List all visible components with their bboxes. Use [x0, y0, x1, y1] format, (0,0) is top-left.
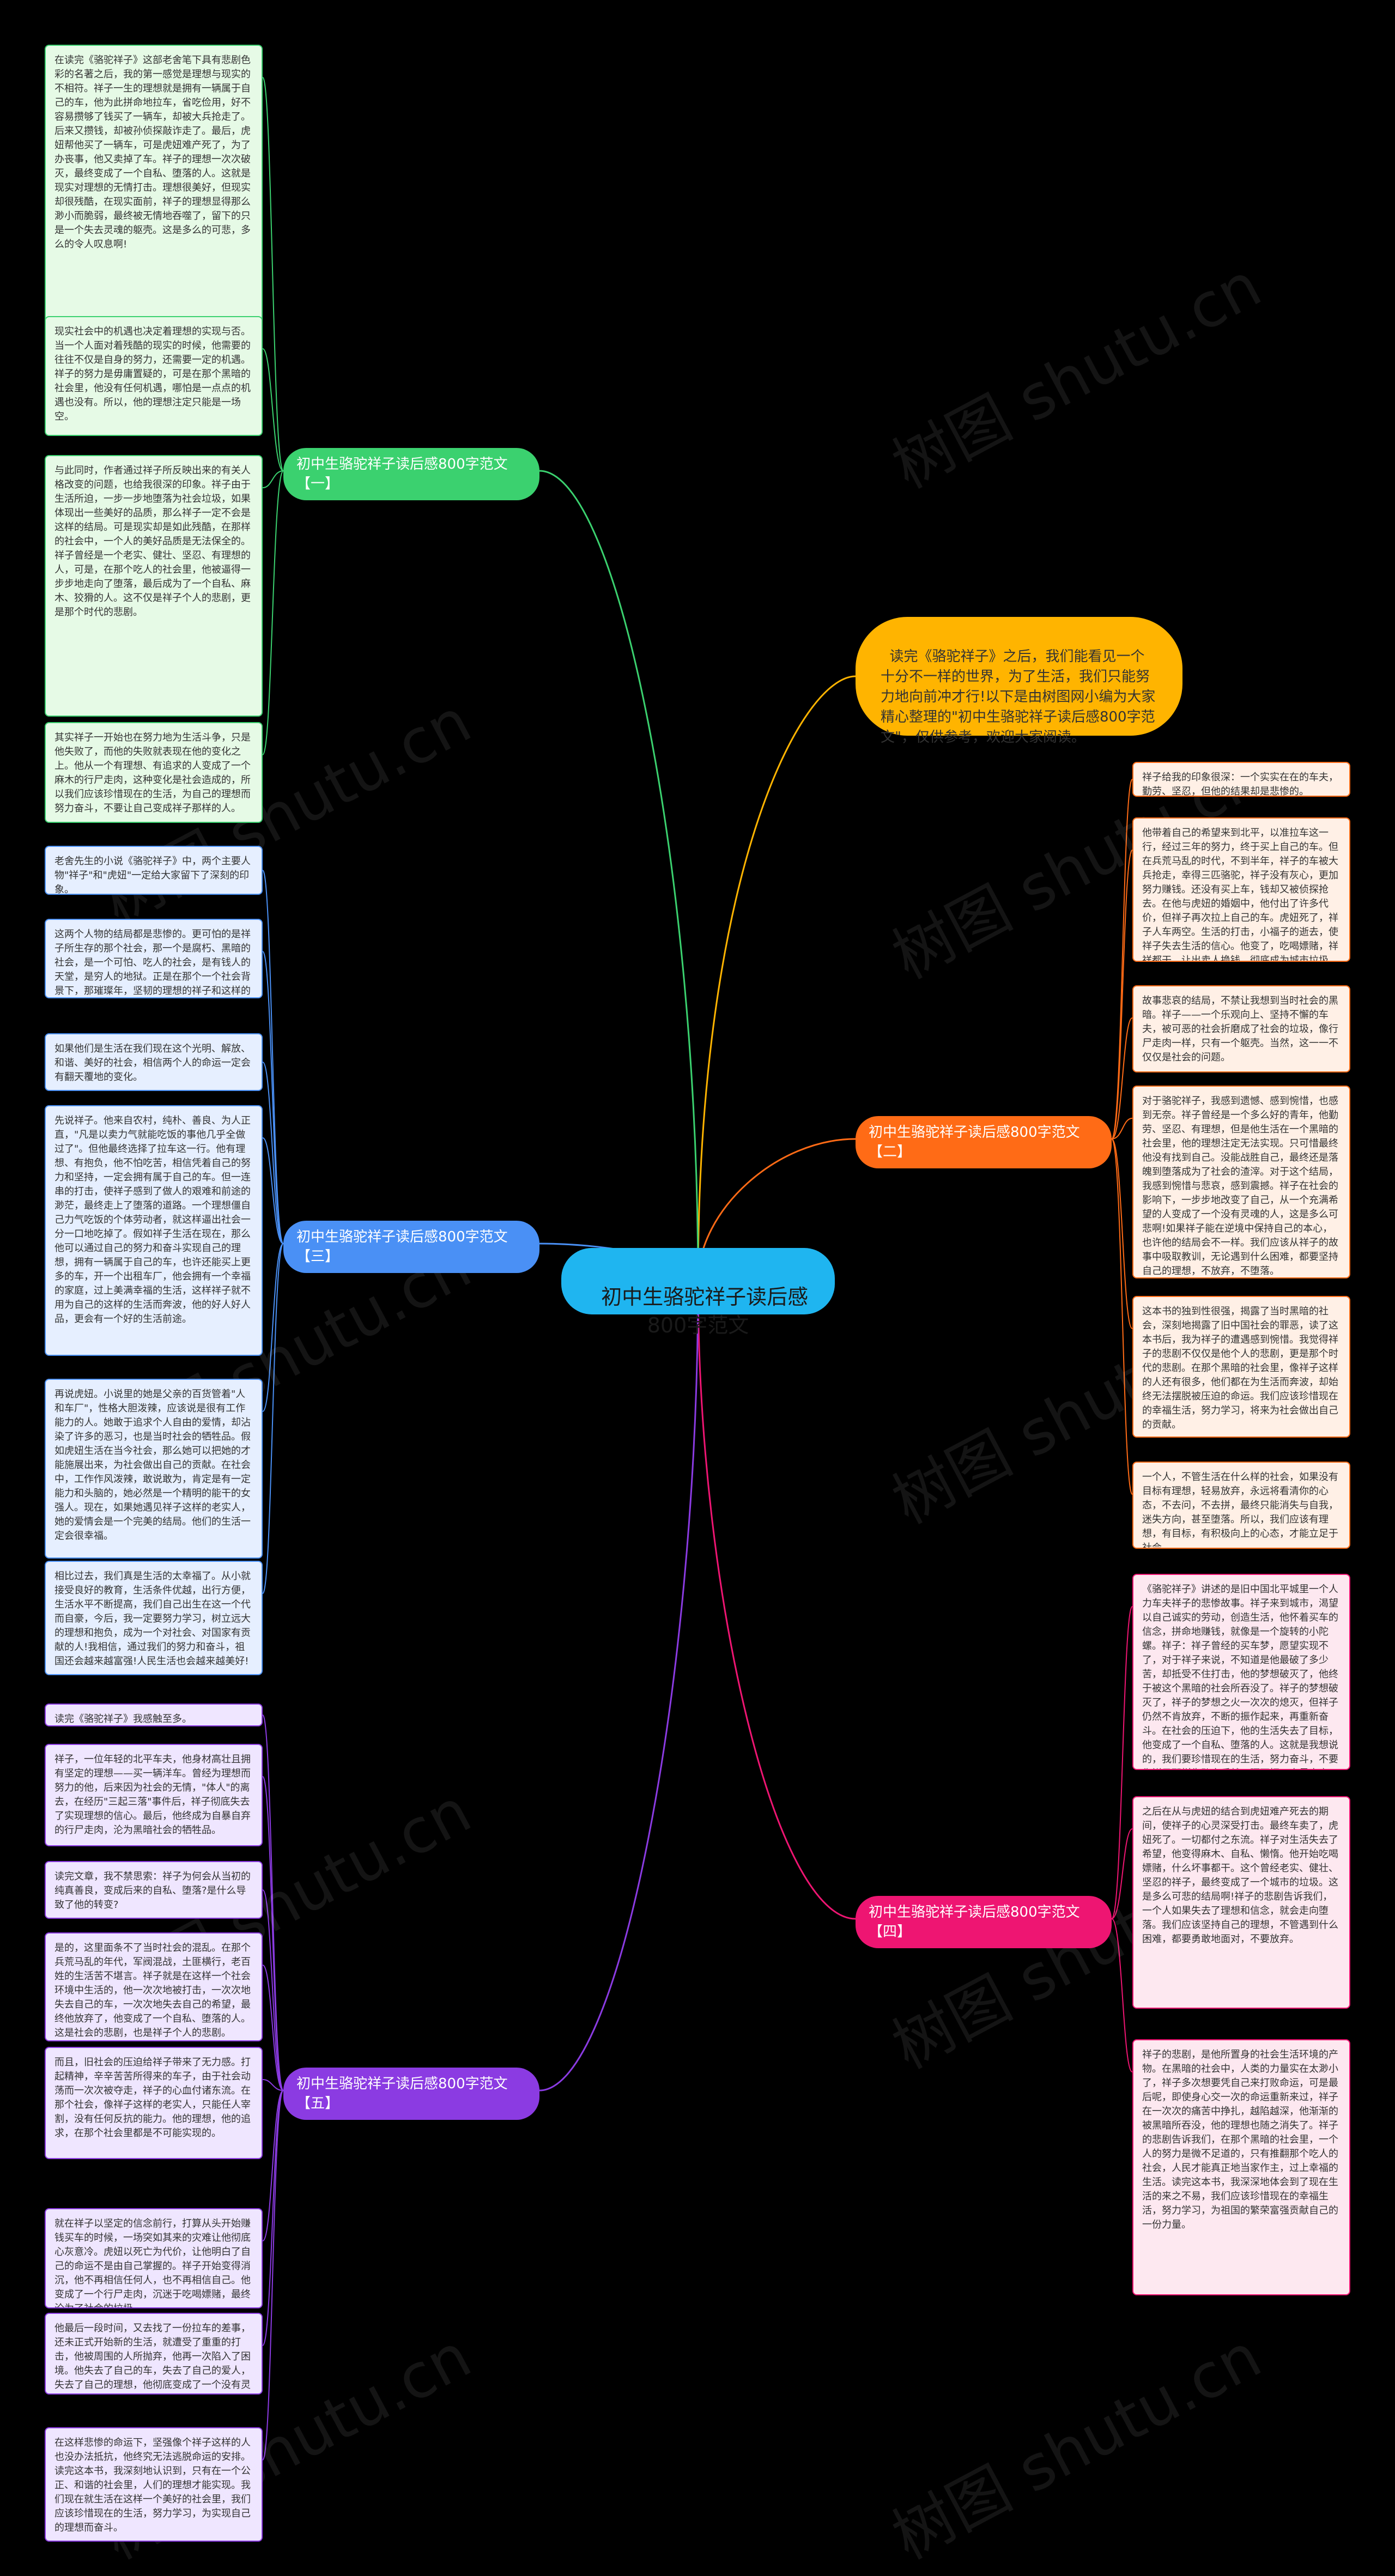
branch-5-leaf-8[interactable]: 在这样悲惨的命运下，坚强像个祥子这样的人也没办法抵抗，他终究无法逃脱命运的安排。…	[45, 2427, 263, 2542]
branch-3-to-leaf-5-connector	[262, 1243, 284, 1412]
branch-1-leaf-3[interactable]: 与此同时，作者通过祥子所反映出来的有关人格改变的问题，也给我很深的印象。祥子由于…	[45, 455, 263, 717]
leaf-text: 祥子的悲剧，是他所置身的社会生活环境的产物。在黑暗的社会中，人类的力量实在太渺小…	[1142, 2049, 1338, 2230]
branch-2-to-leaf-5-connector	[1111, 1138, 1133, 1329]
branch-5-leaf-6[interactable]: 就在祥子以坚定的信念前行，打算从头开始赚钱买车的时候，一场突如其来的灾难让他彻底…	[45, 2208, 263, 2308]
branch-node-4[interactable]: 初中生骆驼祥子读后感800字范文【四】	[856, 1896, 1112, 1948]
branch-3-to-leaf-3-connector	[262, 1062, 284, 1244]
leaf-text: 对于骆驼祥子，我感到遗憾、感到惋惜，也感到无奈。祥子曾经是一个多么好的青年，他勤…	[1142, 1095, 1338, 1277]
branch-label: 初中生骆驼祥子读后感800字范文【五】	[296, 2076, 508, 2112]
intro-text: 读完《骆驼祥子》之后，我们能看见一个十分不一样的世界，为了生活，我们只能努力地向…	[881, 648, 1156, 745]
branch-node-5[interactable]: 初中生骆驼祥子读后感800字范文【五】	[283, 2068, 539, 2120]
branch-3-leaf-6[interactable]: 相比过去，我们真是生活的太幸福了。从小就接受良好的教育，生活条件优越，出行方便，…	[45, 1561, 263, 1675]
branch-5-to-leaf-6-connector	[262, 2090, 284, 2241]
branch-2-leaf-6[interactable]: 一个人，不管生活在什么样的社会，如果没有目标有理想，轻易放弃，永远将看清你的心态…	[1132, 1462, 1350, 1549]
branch-label: 初中生骆驼祥子读后感800字范文【三】	[296, 1229, 508, 1265]
root-to-branch-5-connector	[539, 1281, 699, 2092]
leaf-text: 读完文章，我不禁思索：祥子为何会从当初的纯真善良，变成后来的自私、堕落?是什么导…	[54, 1871, 251, 1911]
branch-5-leaf-7[interactable]: 他最后一段时间，又去找了一份拉车的差事，还未正式开始新的生活，就遭受了重重的打击…	[45, 2313, 263, 2395]
branch-node-2[interactable]: 初中生骆驼祥子读后感800字范文【二】	[856, 1116, 1112, 1168]
leaf-text: 老舍先生的小说《骆驼祥子》中，两个主要人物"祥子"和"虎妞"一定给大家留下了深刻…	[54, 856, 251, 895]
branch-3-to-leaf-4-connector	[262, 1137, 284, 1244]
branch-3-leaf-2[interactable]: 这两个人物的结局都是悲惨的。更可怕的是祥子所生存的那个社会，那一个是腐朽、黑暗的…	[45, 919, 263, 998]
leaf-text: 其实祥子一开始也在努力地为生活斗争，只是他失败了，而他的失败就表现在他的变化之上…	[54, 732, 251, 814]
branch-4-leaf-1[interactable]: 《骆驼祥子》讲述的是旧中国北平城里一个人力车夫祥子的悲惨故事。祥子来到城市，渴望…	[1132, 1574, 1350, 1770]
branch-2-leaf-5[interactable]: 这本书的独到性很强，揭露了当时黑暗的社会，深刻地揭露了旧中国社会的罪恶，读了这本…	[1132, 1296, 1350, 1438]
branch-label: 初中生骆驼祥子读后感800字范文【二】	[869, 1124, 1080, 1160]
branch-node-3[interactable]: 初中生骆驼祥子读后感800字范文【三】	[283, 1221, 539, 1273]
branch-label: 初中生骆驼祥子读后感800字范文【一】	[296, 456, 508, 492]
branch-1-to-leaf-4-connector	[262, 470, 284, 755]
leaf-text: 再说虎妞。小说里的她是父亲的百货管着"人和车厂"，性格大胆泼辣，应该说是很有工作…	[54, 1389, 251, 1542]
leaf-text: 祥子，一位年轻的北平车夫，他身材高壮且拥有坚定的理想——买一辆洋车。曾经为理想而…	[54, 1754, 251, 1836]
branch-3-leaf-5[interactable]: 再说虎妞。小说里的她是父亲的百货管着"人和车厂"，性格大胆泼辣，应该说是很有工作…	[45, 1379, 263, 1559]
branch-2-leaf-2[interactable]: 他带着自己的希望来到北平，以准拉车这一行，经过三年的努力，终于买上自己的车。但在…	[1132, 817, 1350, 962]
leaf-text: 是的，这里面条不了当时社会的混乱。在那个兵荒马乱的年代，军阀混战，土匪横行，老百…	[54, 1942, 251, 2039]
branch-5-to-leaf-5-connector	[262, 2079, 284, 2091]
branch-2-leaf-1[interactable]: 祥子给我的印象很深：一个实实在在的车夫，勤劳、坚忍，但他的结果却是悲惨的。	[1132, 762, 1350, 797]
branch-1-leaf-1[interactable]: 在读完《骆驼祥子》这部老舍笔下具有悲剧色彩的名著之后，我的第一感觉是理想与现实的…	[45, 45, 263, 329]
leaf-text: 先说祥子。他来自农村，纯朴、善良、为人正直，"凡是以卖力气就能吃饭的事他几乎全做…	[54, 1115, 251, 1325]
branch-1-to-leaf-2-connector	[262, 348, 284, 471]
leaf-text: 在这样悲惨的命运下，坚强像个祥子这样的人也没办法抵抗，他终究无法逃脱命运的安排。…	[54, 2437, 251, 2533]
branch-5-leaf-5[interactable]: 而且，旧社会的压迫给祥子带来了无力感。打起精神，辛辛苦苦所得来的车子，由于社会动…	[45, 2047, 263, 2159]
branch-5-to-leaf-2-connector	[262, 1776, 284, 2091]
root-to-branch-1-connector	[539, 470, 699, 1282]
branch-node-1[interactable]: 初中生骆驼祥子读后感800字范文【一】	[283, 448, 539, 500]
branch-1-to-leaf-1-connector	[262, 77, 284, 471]
leaf-text: 相比过去，我们真是生活的太幸福了。从小就接受良好的教育，生活条件优越，出行方便，…	[54, 1571, 251, 1667]
leaf-text: 之后在从与虎妞的结合到虎妞难产死去的期间，使祥子的心灵深受打击。最终车卖了，虎妞…	[1142, 1806, 1338, 1945]
root-to-branch-4-connector	[697, 1281, 856, 1920]
root-node[interactable]: 初中生骆驼祥子读后感800字范文	[561, 1248, 835, 1337]
branch-3-leaf-3[interactable]: 如果他们是生活在我们现在这个光明、解放、和谐、美好的社会，相信两个人的命运一定会…	[45, 1033, 263, 1091]
leaf-text: 与此同时，作者通过祥子所反映出来的有关人格改变的问题，也给我很深的印象。祥子由于…	[54, 465, 251, 618]
branch-5-leaf-3[interactable]: 读完文章，我不禁思索：祥子为何会从当初的纯真善良，变成后来的自私、堕落?是什么导…	[45, 1861, 263, 1919]
branch-5-to-leaf-3-connector	[262, 1889, 284, 2091]
leaf-text: 一个人，不管生活在什么样的社会，如果没有目标有理想，轻易放弃，永远将看清你的心态…	[1142, 1471, 1338, 1549]
branch-1-to-leaf-3-connector	[262, 470, 284, 488]
branch-5-to-leaf-7-connector	[262, 2090, 284, 2346]
branch-4-leaf-3[interactable]: 祥子的悲剧，是他所置身的社会生活环境的产物。在黑暗的社会中，人类的力量实在太渺小…	[1132, 2039, 1350, 2295]
branch-5-leaf-4[interactable]: 是的，这里面条不了当时社会的混乱。在那个兵荒马乱的年代，军阀混战，土匪横行，老百…	[45, 1932, 263, 2041]
leaf-text: 读完《骆驼祥子》我感触至多。	[54, 1713, 192, 1725]
branch-4-to-leaf-1-connector	[1111, 1606, 1133, 1919]
branch-3-to-leaf-1-connector	[262, 870, 284, 1244]
branch-label: 初中生骆驼祥子读后感800字范文【四】	[869, 1904, 1080, 1940]
branch-2-to-leaf-2-connector	[1111, 850, 1133, 1139]
branch-2-leaf-3[interactable]: 故事悲哀的结局，不禁让我想到当时社会的黑暗。祥子——一个乐观向上、坚持不懈的车夫…	[1132, 985, 1350, 1072]
leaf-text: 就在祥子以坚定的信念前行，打算从头开始赚钱买车的时候，一场突如其来的灾难让他彻底…	[54, 2218, 251, 2307]
branch-5-to-leaf-4-connector	[262, 1965, 284, 2091]
leaf-text: 现实社会中的机遇也决定着理想的实现与否。当一个人面对着残酷的现实的时候，他需要的…	[54, 326, 251, 422]
leaf-text: 如果他们是生活在我们现在这个光明、解放、和谐、美好的社会，相信两个人的命运一定会…	[54, 1043, 251, 1083]
branch-5-leaf-2[interactable]: 祥子，一位年轻的北平车夫，他身材高壮且拥有坚定的理想——买一辆洋车。曾经为理想而…	[45, 1744, 263, 1846]
leaf-text: 这两个人物的结局都是悲惨的。更可怕的是祥子所生存的那个社会，那一个是腐朽、黑暗的…	[54, 929, 251, 997]
leaf-text: 故事悲哀的结局，不禁让我想到当时社会的黑暗。祥子——一个乐观向上、坚持不懈的车夫…	[1142, 995, 1338, 1063]
branch-1-leaf-4[interactable]: 其实祥子一开始也在努力地为生活斗争，只是他失败了，而他的失败就表现在他的变化之上…	[45, 722, 263, 823]
leaf-text: 这本书的独到性很强，揭露了当时黑暗的社会，深刻地揭露了旧中国社会的罪恶，读了这本…	[1142, 1306, 1338, 1431]
branch-3-to-leaf-6-connector	[262, 1243, 284, 1594]
branch-1-leaf-2[interactable]: 现实社会中的机遇也决定着理想的实现与否。当一个人面对着残酷的现实的时候，他需要的…	[45, 316, 263, 436]
branch-5-leaf-1[interactable]: 读完《骆驼祥子》我感触至多。	[45, 1704, 263, 1726]
branch-2-leaf-4[interactable]: 对于骆驼祥子，我感到遗憾、感到惋惜，也感到无奈。祥子曾经是一个多么好的青年，他勤…	[1132, 1086, 1350, 1278]
leaf-text: 他带着自己的希望来到北平，以准拉车这一行，经过三年的努力，终于买上自己的车。但在…	[1142, 827, 1338, 962]
branch-3-leaf-4[interactable]: 先说祥子。他来自农村，纯朴、善良、为人正直，"凡是以卖力气就能吃饭的事他几乎全做…	[45, 1105, 263, 1356]
branch-3-to-leaf-2-connector	[262, 951, 284, 1244]
intro-node[interactable]: 读完《骆驼祥子》之后，我们能看见一个十分不一样的世界，为了生活，我们只能努力地向…	[856, 617, 1182, 745]
branch-3-leaf-1[interactable]: 老舍先生的小说《骆驼祥子》中，两个主要人物"祥子"和"虎妞"一定给大家留下了深刻…	[45, 846, 263, 895]
root-label: 初中生骆驼祥子读后感800字范文	[601, 1285, 809, 1337]
leaf-text: 而且，旧社会的压迫给祥子带来了无力感。打起精神，辛辛苦苦所得来的车子，由于社会动…	[54, 2057, 251, 2139]
root-to-intro-connector	[697, 675, 856, 1282]
branch-2-to-leaf-3-connector	[1111, 1017, 1133, 1139]
leaf-text: 祥子给我的印象很深：一个实实在在的车夫，勤劳、坚忍，但他的结果却是悲惨的。	[1142, 772, 1338, 797]
leaf-text: 《骆驼祥子》讲述的是旧中国北平城里一个人力车夫祥子的悲惨故事。祥子来到城市，渴望…	[1142, 1584, 1338, 1769]
branch-5-to-leaf-8-connector	[262, 2090, 284, 2460]
branch-4-to-leaf-2-connector	[1111, 1828, 1133, 1919]
branch-2-to-leaf-4-connector	[1111, 1118, 1133, 1139]
leaf-text: 他最后一段时间，又去找了一份拉车的差事，还未正式开始新的生活，就遭受了重重的打击…	[54, 2323, 251, 2391]
branch-4-to-leaf-3-connector	[1111, 1918, 1133, 2072]
branch-2-to-leaf-6-connector	[1111, 1138, 1133, 1495]
branch-4-leaf-2[interactable]: 之后在从与虎妞的结合到虎妞难产死去的期间，使祥子的心灵深受打击。最终车卖了，虎妞…	[1132, 1796, 1350, 2009]
leaf-text: 在读完《骆驼祥子》这部老舍笔下具有悲剧色彩的名著之后，我的第一感觉是理想与现实的…	[54, 54, 251, 250]
